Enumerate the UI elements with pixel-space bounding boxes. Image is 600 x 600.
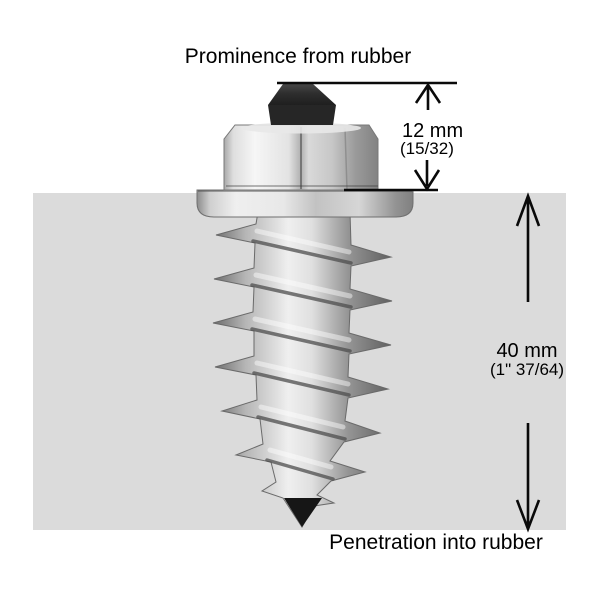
stud-flange bbox=[196, 189, 414, 218]
prominence-fraction: (15/32) bbox=[400, 139, 454, 158]
penetration-label: Penetration into rubber bbox=[329, 531, 543, 554]
tire-stud bbox=[196, 84, 414, 528]
stud-thread-shank bbox=[212, 211, 393, 528]
penetration-arrow-up-icon bbox=[515, 192, 541, 302]
stud-carbide-pin-base bbox=[268, 105, 336, 125]
penetration-fraction: (1" 37/64) bbox=[489, 360, 565, 379]
prominence-arrow-up-icon bbox=[414, 82, 442, 110]
stud-carbide-pin bbox=[268, 84, 336, 105]
stud-tip bbox=[284, 498, 322, 527]
hex-top-face bbox=[241, 122, 361, 134]
penetration-arrow-down-icon bbox=[515, 423, 541, 533]
dimension-annotations bbox=[277, 81, 541, 533]
thread-root-lines bbox=[250, 239, 353, 481]
penetration-value: 40 mm bbox=[496, 340, 558, 362]
prominence-arrow-down-icon bbox=[413, 160, 441, 192]
hex-facet-seam-2 bbox=[344, 127, 348, 190]
thread-highlight-lines bbox=[252, 228, 353, 470]
prominence-value: 12 mm bbox=[402, 120, 464, 142]
diagram-title: Prominence from rubber bbox=[184, 45, 412, 68]
